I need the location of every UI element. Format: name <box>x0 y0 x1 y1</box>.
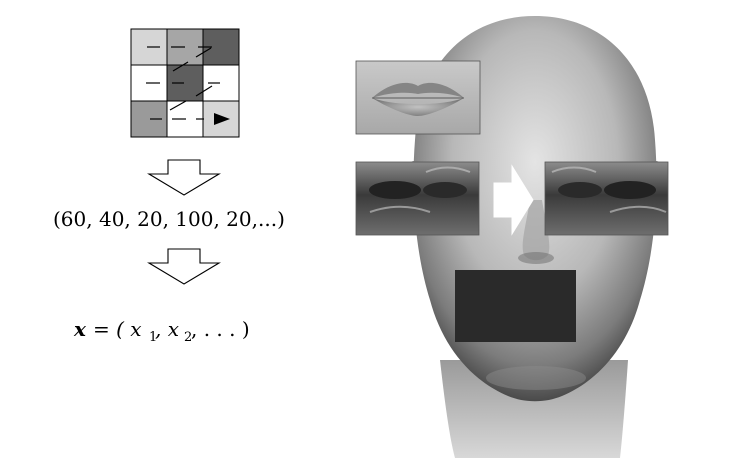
white-right-arrow-icon <box>493 164 534 236</box>
scan-dash <box>169 100 187 111</box>
feature-vector-text: (60, 40, 20, 100, 20,...) <box>53 207 285 231</box>
scan-arrowhead-icon <box>214 113 230 125</box>
equation-tail: , . . . ) <box>191 317 250 341</box>
scan-dash <box>172 61 189 72</box>
grid-group <box>130 28 240 138</box>
hollow-down-arrow-icon <box>147 248 221 285</box>
svg-text:= ( x: = ( x <box>93 317 142 341</box>
equation: x = ( x 1 , x 2 , . . . ) <box>73 317 250 345</box>
equation-bold-x: x <box>73 317 87 341</box>
face-illustration <box>355 16 669 458</box>
scan-dash <box>195 85 213 97</box>
equation-mid: , x <box>155 317 179 341</box>
hollow-down-arrow-icon <box>147 159 221 196</box>
left-eye-strip <box>355 161 480 236</box>
nose <box>522 200 550 261</box>
equation-sub-2: 2 <box>184 330 192 345</box>
equation-sub-1: 1 <box>149 330 157 345</box>
lip-patch <box>355 60 481 135</box>
scan-dash <box>195 47 212 58</box>
dark-mouth-block <box>455 270 576 342</box>
grid-cell <box>202 64 240 102</box>
right-eye-strip <box>544 161 669 236</box>
raster-scan-path-icon <box>146 46 230 125</box>
svg-text:x: x <box>73 317 87 341</box>
equation-rest: = ( x <box>93 317 142 341</box>
